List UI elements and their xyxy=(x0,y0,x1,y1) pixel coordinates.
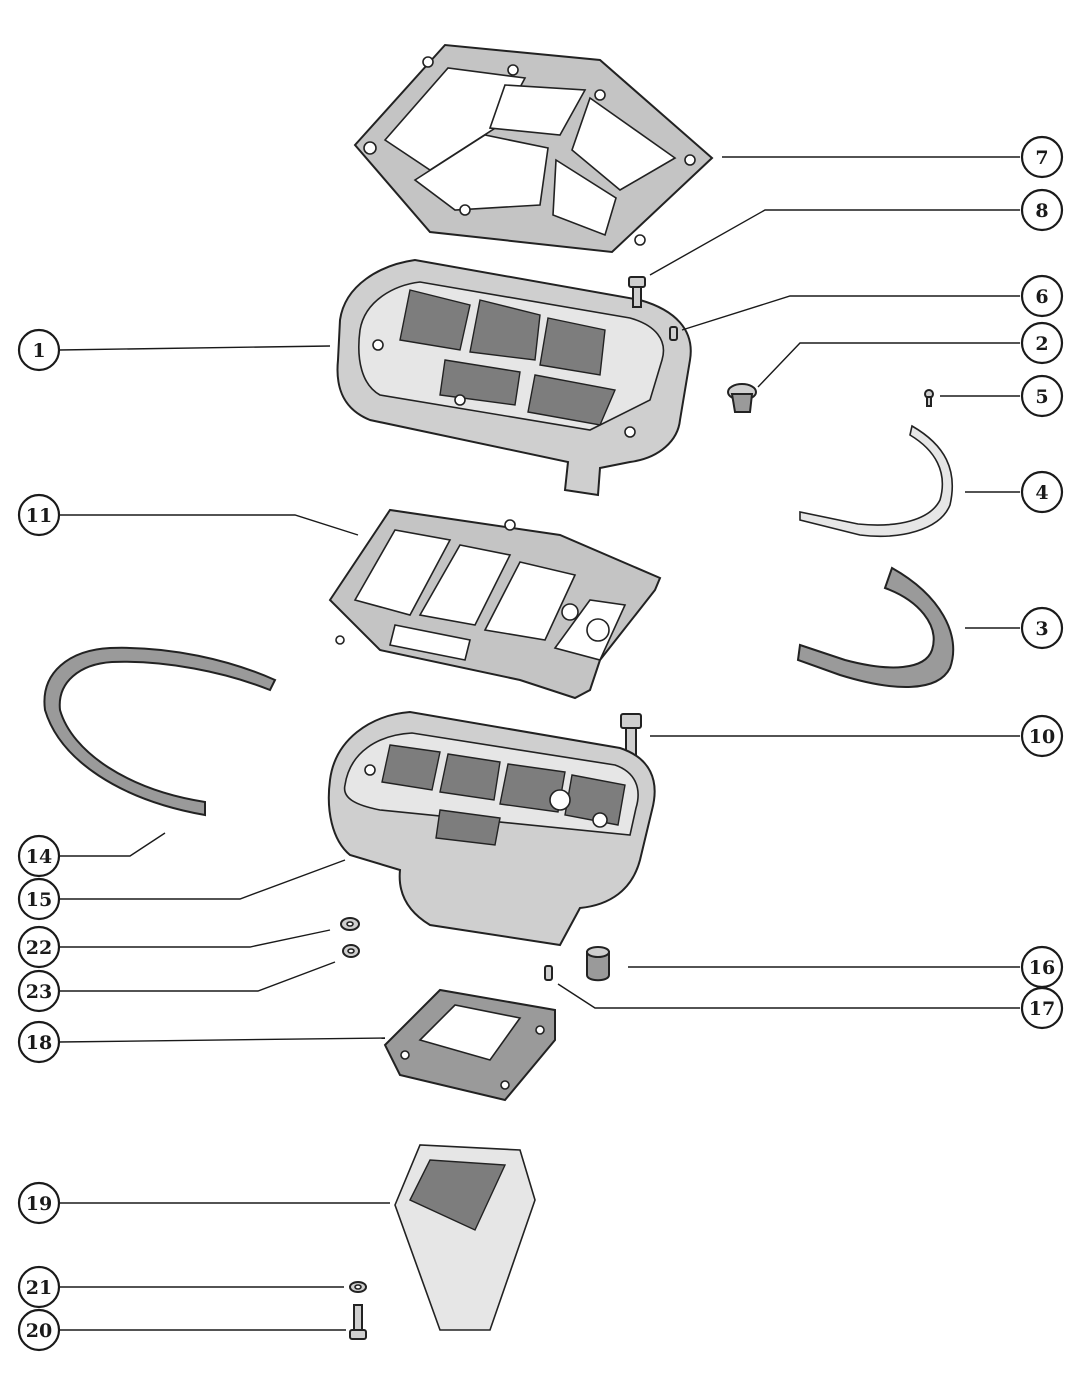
callout-10: 10 xyxy=(1020,714,1064,758)
part-5-screw xyxy=(924,389,934,407)
callout-7-label: 7 xyxy=(1035,147,1048,169)
leader-lines xyxy=(58,156,1020,1331)
part-19-insert xyxy=(394,1144,536,1331)
callout-4: 4 xyxy=(1020,470,1064,514)
part-2-plug xyxy=(727,383,757,413)
callout-4-label: 4 xyxy=(1035,482,1048,504)
callout-23: 23 xyxy=(17,969,61,1013)
callout-19: 19 xyxy=(17,1181,61,1225)
callout-6: 6 xyxy=(1020,274,1064,318)
callout-5-label: 5 xyxy=(1035,386,1048,408)
callout-3-label: 3 xyxy=(1035,618,1048,640)
callout-16: 16 xyxy=(1020,945,1064,989)
callout-15-label: 15 xyxy=(26,889,52,911)
callout-19-label: 19 xyxy=(26,1193,52,1215)
callout-17: 17 xyxy=(1020,986,1064,1030)
callout-2: 2 xyxy=(1020,321,1064,365)
callout-6-label: 6 xyxy=(1035,286,1048,308)
callout-21-label: 21 xyxy=(26,1277,52,1299)
callout-10-label: 10 xyxy=(1029,726,1055,748)
callout-11-label: 11 xyxy=(26,505,52,527)
callout-18-label: 18 xyxy=(26,1032,52,1054)
callout-8: 8 xyxy=(1020,188,1064,232)
part-15-lower-housing xyxy=(327,710,656,947)
callout-20: 20 xyxy=(17,1308,61,1352)
part-17-pin xyxy=(544,965,553,981)
callout-2-label: 2 xyxy=(1035,333,1048,355)
callout-14: 14 xyxy=(17,834,61,878)
part-11-middle-gasket xyxy=(328,508,662,700)
callout-11: 11 xyxy=(17,493,61,537)
callout-15: 15 xyxy=(17,877,61,921)
part-16-bushing xyxy=(586,946,610,982)
callout-14-label: 14 xyxy=(26,846,52,868)
callout-16-label: 16 xyxy=(1029,957,1055,979)
callout-1: 1 xyxy=(17,328,61,372)
callout-1-label: 1 xyxy=(32,340,45,362)
callout-18: 18 xyxy=(17,1020,61,1064)
part-4-arc-strip xyxy=(799,424,954,538)
callout-17-label: 17 xyxy=(1029,998,1055,1020)
part-10-bolt xyxy=(620,713,642,757)
part-18-adaptor-plate xyxy=(383,988,556,1102)
part-6-dowel-pin xyxy=(669,326,678,341)
callout-21: 21 xyxy=(17,1265,61,1309)
part-20-bolt xyxy=(349,1304,367,1340)
part-14-rubber-strip xyxy=(43,646,277,817)
part-1-upper-housing xyxy=(336,258,692,497)
callout-22: 22 xyxy=(17,925,61,969)
part-7-top-gasket xyxy=(353,43,714,254)
callout-3: 3 xyxy=(1020,606,1064,650)
callout-20-label: 20 xyxy=(26,1320,52,1342)
callout-8-label: 8 xyxy=(1035,200,1048,222)
callout-7: 7 xyxy=(1020,135,1064,179)
part-21-washer xyxy=(349,1281,367,1293)
callout-22-label: 22 xyxy=(26,937,52,959)
part-23-nut xyxy=(342,944,360,958)
part-22-washer xyxy=(340,917,360,931)
callout-23-label: 23 xyxy=(26,981,52,1003)
part-3-arc-seal xyxy=(796,566,955,688)
part-8-bolt xyxy=(628,276,646,308)
callout-5: 5 xyxy=(1020,374,1064,418)
